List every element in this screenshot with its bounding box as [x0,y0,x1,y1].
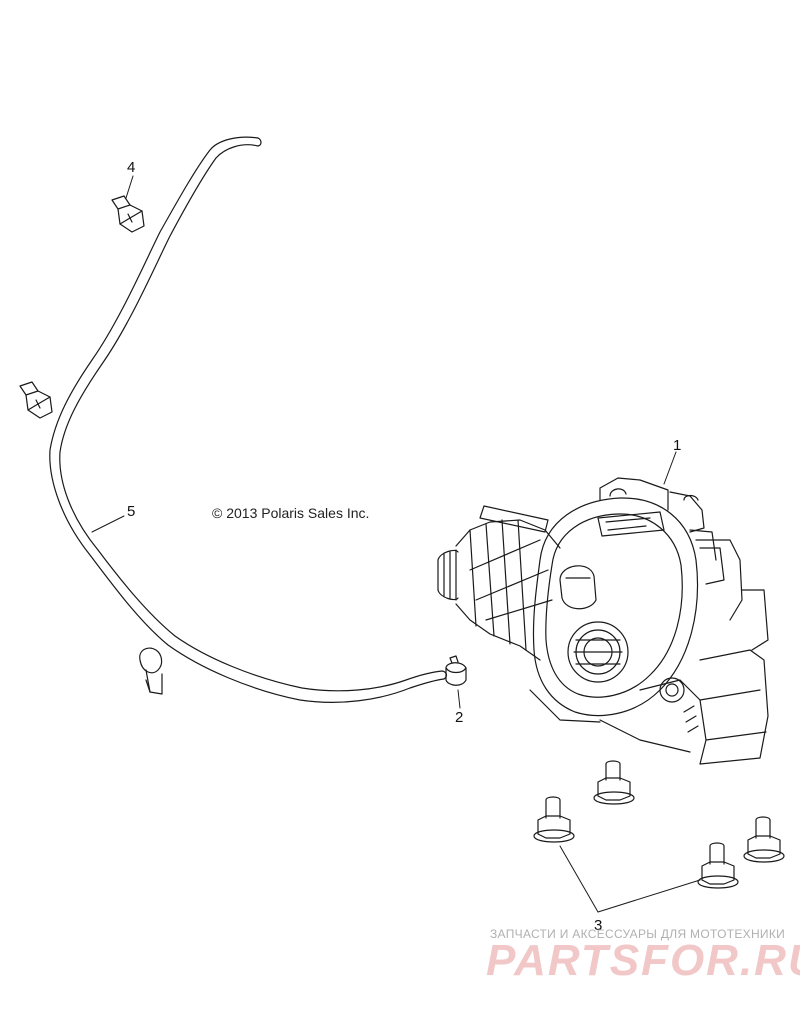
flange-bolt-1 [593,760,635,805]
front-gearcase [437,477,769,765]
hose-clip-middle [19,381,53,419]
flange-bolt-3 [743,816,785,863]
leader-lines [91,175,701,913]
hose-clip-lower [139,647,163,695]
vent-hose [49,136,448,703]
watermark-brand: PARTSFOR.RU [486,936,800,985]
copyright-notice: © 2013 Polaris Sales Inc. [212,505,370,521]
hose-clip-upper [111,195,145,233]
flange-bolt-4 [697,842,739,889]
callout-1: 1 [673,437,681,454]
callout-2: 2 [455,709,463,726]
callout-5: 5 [127,503,135,520]
callout-4: 4 [127,159,135,176]
flange-bolt-2 [533,796,575,843]
callout-3: 3 [594,917,602,934]
hose-cap [445,655,467,686]
watermark-tagline: ЗАПЧАСТИ И АКСЕССУАРЫ ДЛЯ МОТОТЕХНИКИ [490,927,786,941]
